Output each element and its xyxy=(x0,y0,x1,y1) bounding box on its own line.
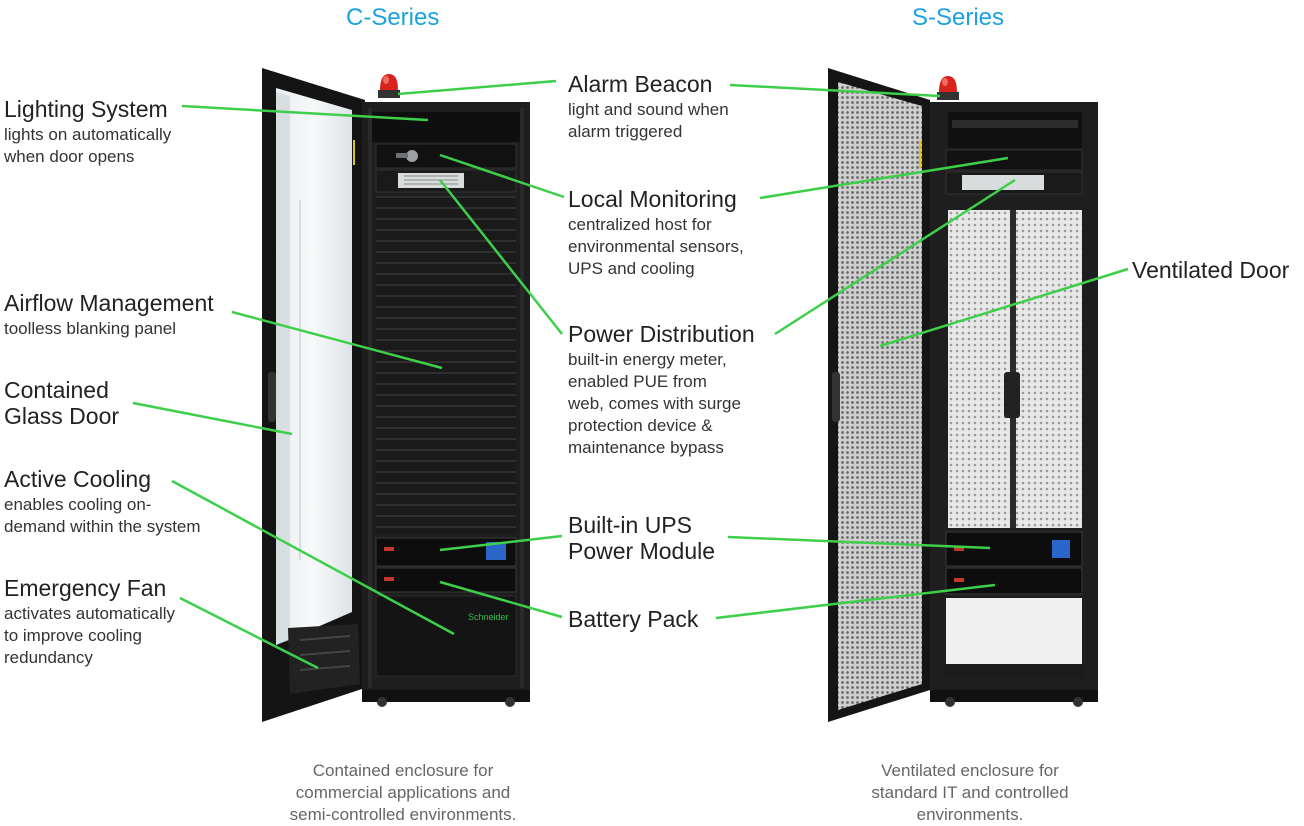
door-handle xyxy=(832,372,840,422)
callout-title: Contained Glass Door xyxy=(4,377,120,429)
callout-ventilated-door: Ventilated Door xyxy=(1132,257,1289,283)
callout-title: Alarm Beacon xyxy=(568,71,713,97)
callout-lighting-system: Lighting System lights on automatically … xyxy=(4,96,171,168)
leader-cooling xyxy=(171,479,455,636)
leader-beacon-c xyxy=(397,79,557,96)
alarm-beacon-icon xyxy=(937,76,959,100)
door-handle xyxy=(268,372,276,422)
callout-contained-glass-door: Contained Glass Door xyxy=(4,377,119,429)
leader-vent-door xyxy=(879,267,1129,348)
s-series-ventilated-door xyxy=(828,68,930,722)
callout-airflow-management: Airflow Management toolless blanking pan… xyxy=(4,290,214,340)
callout-battery-pack: Battery Pack xyxy=(568,606,698,632)
leader-fan xyxy=(179,596,319,670)
callout-title: Ventilated Door xyxy=(1132,257,1290,283)
leader-power-c xyxy=(439,179,563,335)
schneider-logo-icon: Schneider xyxy=(468,612,509,622)
callout-title: Active Cooling xyxy=(4,466,152,492)
callout-desc: enables cooling on- demand within the sy… xyxy=(4,495,201,536)
leader-lines xyxy=(132,79,1129,670)
leader-ups-s xyxy=(727,535,991,550)
leader-beacon-s xyxy=(729,83,941,98)
c-series-glass-door xyxy=(262,68,365,722)
s-series-caption: Ventilated enclosure for standard IT and… xyxy=(871,761,1069,824)
callout-title: Airflow Management xyxy=(4,290,214,316)
s-series-cabinet xyxy=(828,68,1098,722)
callout-desc: centralized host for environmental senso… xyxy=(568,215,744,278)
leader-glass xyxy=(132,401,293,436)
c-series-title: C-Series xyxy=(346,4,440,31)
callout-desc: toolless blanking panel xyxy=(4,319,177,338)
leader-battery-c xyxy=(439,580,563,619)
callout-title: Power Distribution xyxy=(568,321,755,347)
leader-power-s xyxy=(774,178,1016,336)
leader-ups-c xyxy=(439,534,563,552)
callout-local-monitoring: Local Monitoring centralized host for en… xyxy=(568,186,744,280)
callout-active-cooling: Active Cooling enables cooling on- deman… xyxy=(4,466,201,538)
callout-title: Built-in UPS Power Module xyxy=(568,512,716,564)
callout-title: Emergency Fan xyxy=(4,575,167,601)
callout-desc: activates automatically to improve cooli… xyxy=(4,604,176,667)
callout-title: Lighting System xyxy=(4,96,168,122)
callout-title: Battery Pack xyxy=(568,606,699,632)
alarm-beacon-icon xyxy=(378,74,400,98)
leader-monitoring-c xyxy=(439,153,565,199)
callout-emergency-fan: Emergency Fan activates automatically to… xyxy=(4,575,175,669)
leader-lighting xyxy=(181,104,429,122)
c-series-caption: Contained enclosure for commercial appli… xyxy=(289,761,517,824)
callout-desc: lights on automatically when door opens xyxy=(4,125,172,166)
callout-desc: light and sound when alarm triggered xyxy=(568,100,729,141)
callout-alarm-beacon: Alarm Beacon light and sound when alarm … xyxy=(568,71,729,143)
leader-battery-s xyxy=(715,583,996,620)
callout-desc: built-in energy meter, enabled PUE from … xyxy=(568,350,741,457)
callout-title: Local Monitoring xyxy=(568,186,737,212)
leader-monitoring-s xyxy=(759,156,1009,200)
c-series-cabinet: Schneider xyxy=(262,68,530,722)
s-series-title: S-Series xyxy=(912,4,1005,31)
leader-airflow xyxy=(231,310,443,370)
emergency-fan-unit xyxy=(288,624,360,694)
callout-power-distribution: Power Distribution built-in energy meter… xyxy=(568,321,755,459)
callout-built-in-ups: Built-in UPS Power Module xyxy=(568,512,715,564)
